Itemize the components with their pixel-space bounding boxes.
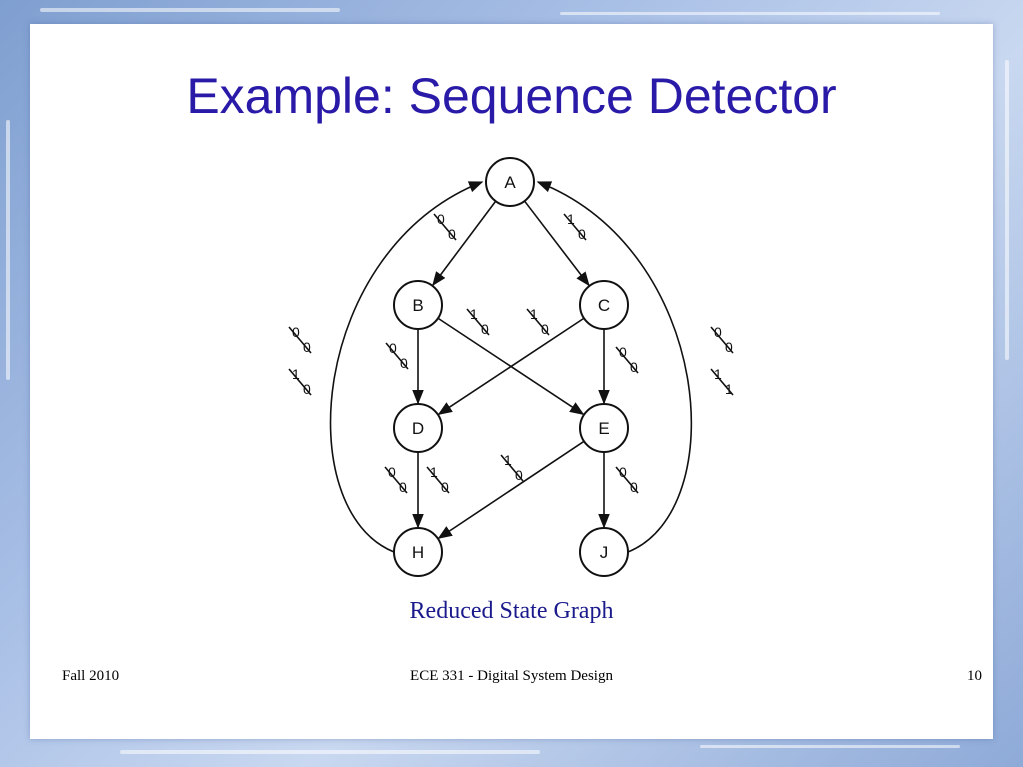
state-circle — [485, 157, 535, 207]
nodes-layer: A B C D E H J — [393, 157, 629, 577]
label-slash — [710, 326, 734, 354]
edge-a-to-b — [432, 200, 497, 287]
label-output: 0 — [725, 339, 733, 355]
label-output: 1 — [725, 381, 733, 397]
state-label: E — [598, 419, 609, 438]
edge-label-h-a-0: 00 — [288, 324, 312, 355]
label-input: 0 — [619, 344, 627, 360]
label-slash — [466, 308, 490, 336]
slide-canvas — [30, 24, 993, 739]
label-output: 0 — [630, 359, 638, 375]
label-slash — [615, 346, 639, 374]
edge-label-d-h-0: 00 — [384, 464, 408, 495]
state-node-b: B — [393, 280, 443, 330]
label-output: 0 — [399, 479, 407, 495]
state-node-h: H — [393, 527, 443, 577]
edge-label-e-h-0: 10 — [500, 452, 524, 483]
label-input: 0 — [388, 464, 396, 480]
label-slash — [526, 308, 550, 336]
label-slash — [710, 368, 734, 396]
label-input: 0 — [714, 324, 722, 340]
edge-label-a-c-0: 10 — [563, 211, 587, 242]
edge-j-to-a — [536, 181, 693, 553]
label-output: 0 — [448, 226, 456, 242]
state-circle — [393, 280, 443, 330]
label-output: 0 — [515, 467, 523, 483]
label-input: 1 — [470, 306, 478, 322]
label-input: 1 — [714, 366, 722, 382]
state-label: C — [598, 296, 610, 315]
state-circle — [579, 280, 629, 330]
label-output: 0 — [400, 355, 408, 371]
state-circle — [579, 527, 629, 577]
footer-course: ECE 331 - Digital System Design — [410, 668, 613, 684]
label-input: 0 — [389, 340, 397, 356]
label-slash — [433, 213, 457, 241]
label-input: 1 — [430, 464, 438, 480]
edge-label-b-e-0: 10 — [466, 306, 490, 337]
edge-e-to-h — [437, 440, 585, 539]
state-node-e: E — [579, 403, 629, 453]
edge-label-j-a-0: 00 — [710, 324, 734, 355]
state-circle — [393, 403, 443, 453]
state-label: D — [412, 419, 424, 438]
label-slash — [288, 326, 312, 354]
state-label: H — [412, 543, 424, 562]
label-output: 0 — [481, 321, 489, 337]
label-output: 0 — [630, 479, 638, 495]
edge-label-h-a-1: 10 — [288, 366, 312, 397]
state-node-a: A — [485, 157, 535, 207]
label-slash — [615, 466, 639, 494]
label-input: 1 — [504, 452, 512, 468]
state-label: J — [600, 543, 609, 562]
footer-date: Fall 2010 — [62, 668, 120, 684]
label-output: 0 — [303, 339, 311, 355]
frame-streak — [120, 750, 540, 754]
slide-title: Example: Sequence Detector — [186, 68, 837, 124]
state-node-c: C — [579, 280, 629, 330]
label-input: 1 — [567, 211, 575, 227]
label-input: 1 — [292, 366, 300, 382]
label-input: 0 — [437, 211, 445, 227]
frame-streak — [40, 8, 340, 12]
edge-label-c-d-0: 10 — [526, 306, 550, 337]
frame-streak — [700, 745, 960, 748]
edge-c-to-d — [437, 317, 585, 416]
edges-layer — [329, 181, 693, 553]
edge-label-j-a-1: 11 — [710, 366, 734, 397]
label-slash — [288, 368, 312, 396]
footer-page-number: 10 — [967, 668, 982, 684]
label-input: 0 — [619, 464, 627, 480]
edge-label-d-h-1: 10 — [426, 464, 450, 495]
label-input: 0 — [292, 324, 300, 340]
state-node-d: D — [393, 403, 443, 453]
label-slash — [426, 466, 450, 494]
label-slash — [500, 454, 524, 482]
label-input: 1 — [530, 306, 538, 322]
frame-streak — [560, 12, 940, 15]
edge-label-b-d-0: 00 — [385, 340, 409, 371]
frame-streak — [6, 120, 10, 380]
state-label: B — [412, 296, 423, 315]
label-slash — [385, 342, 409, 370]
figure-caption: Reduced State Graph — [409, 598, 614, 624]
edge-a-to-c — [523, 200, 590, 287]
label-slash — [563, 213, 587, 241]
state-label: A — [504, 173, 516, 192]
state-circle — [393, 527, 443, 577]
frame-streak — [1005, 60, 1009, 360]
label-output: 0 — [578, 226, 586, 242]
edge-label-a-b-0: 00 — [433, 211, 457, 242]
state-node-j: J — [579, 527, 629, 577]
label-output: 0 — [441, 479, 449, 495]
label-output: 0 — [541, 321, 549, 337]
label-slash — [384, 466, 408, 494]
edge-label-c-e-0: 00 — [615, 344, 639, 375]
edge-h-to-a — [329, 181, 484, 553]
label-output: 0 — [303, 381, 311, 397]
state-circle — [579, 403, 629, 453]
edge-label-e-j-0: 00 — [615, 464, 639, 495]
